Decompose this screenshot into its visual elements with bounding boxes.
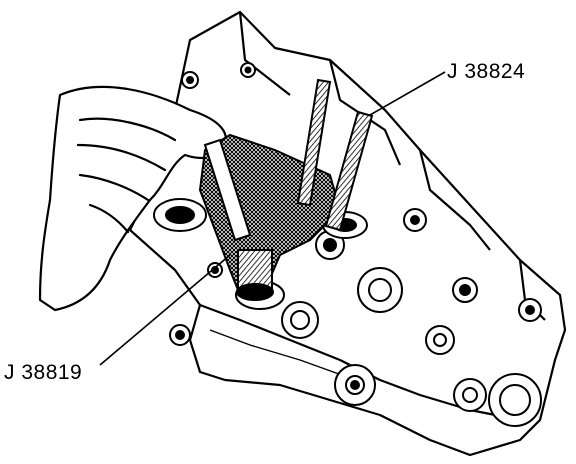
tool-j38824 xyxy=(203,78,374,242)
callout-j38824: J 38824 xyxy=(447,60,526,83)
leader-j38819 xyxy=(99,254,231,366)
callout-leaders xyxy=(99,71,446,366)
head-ports xyxy=(169,62,542,427)
leader-j38824 xyxy=(369,71,446,116)
callout-j38819: J 38819 xyxy=(4,361,83,384)
technician-hand xyxy=(38,85,228,312)
